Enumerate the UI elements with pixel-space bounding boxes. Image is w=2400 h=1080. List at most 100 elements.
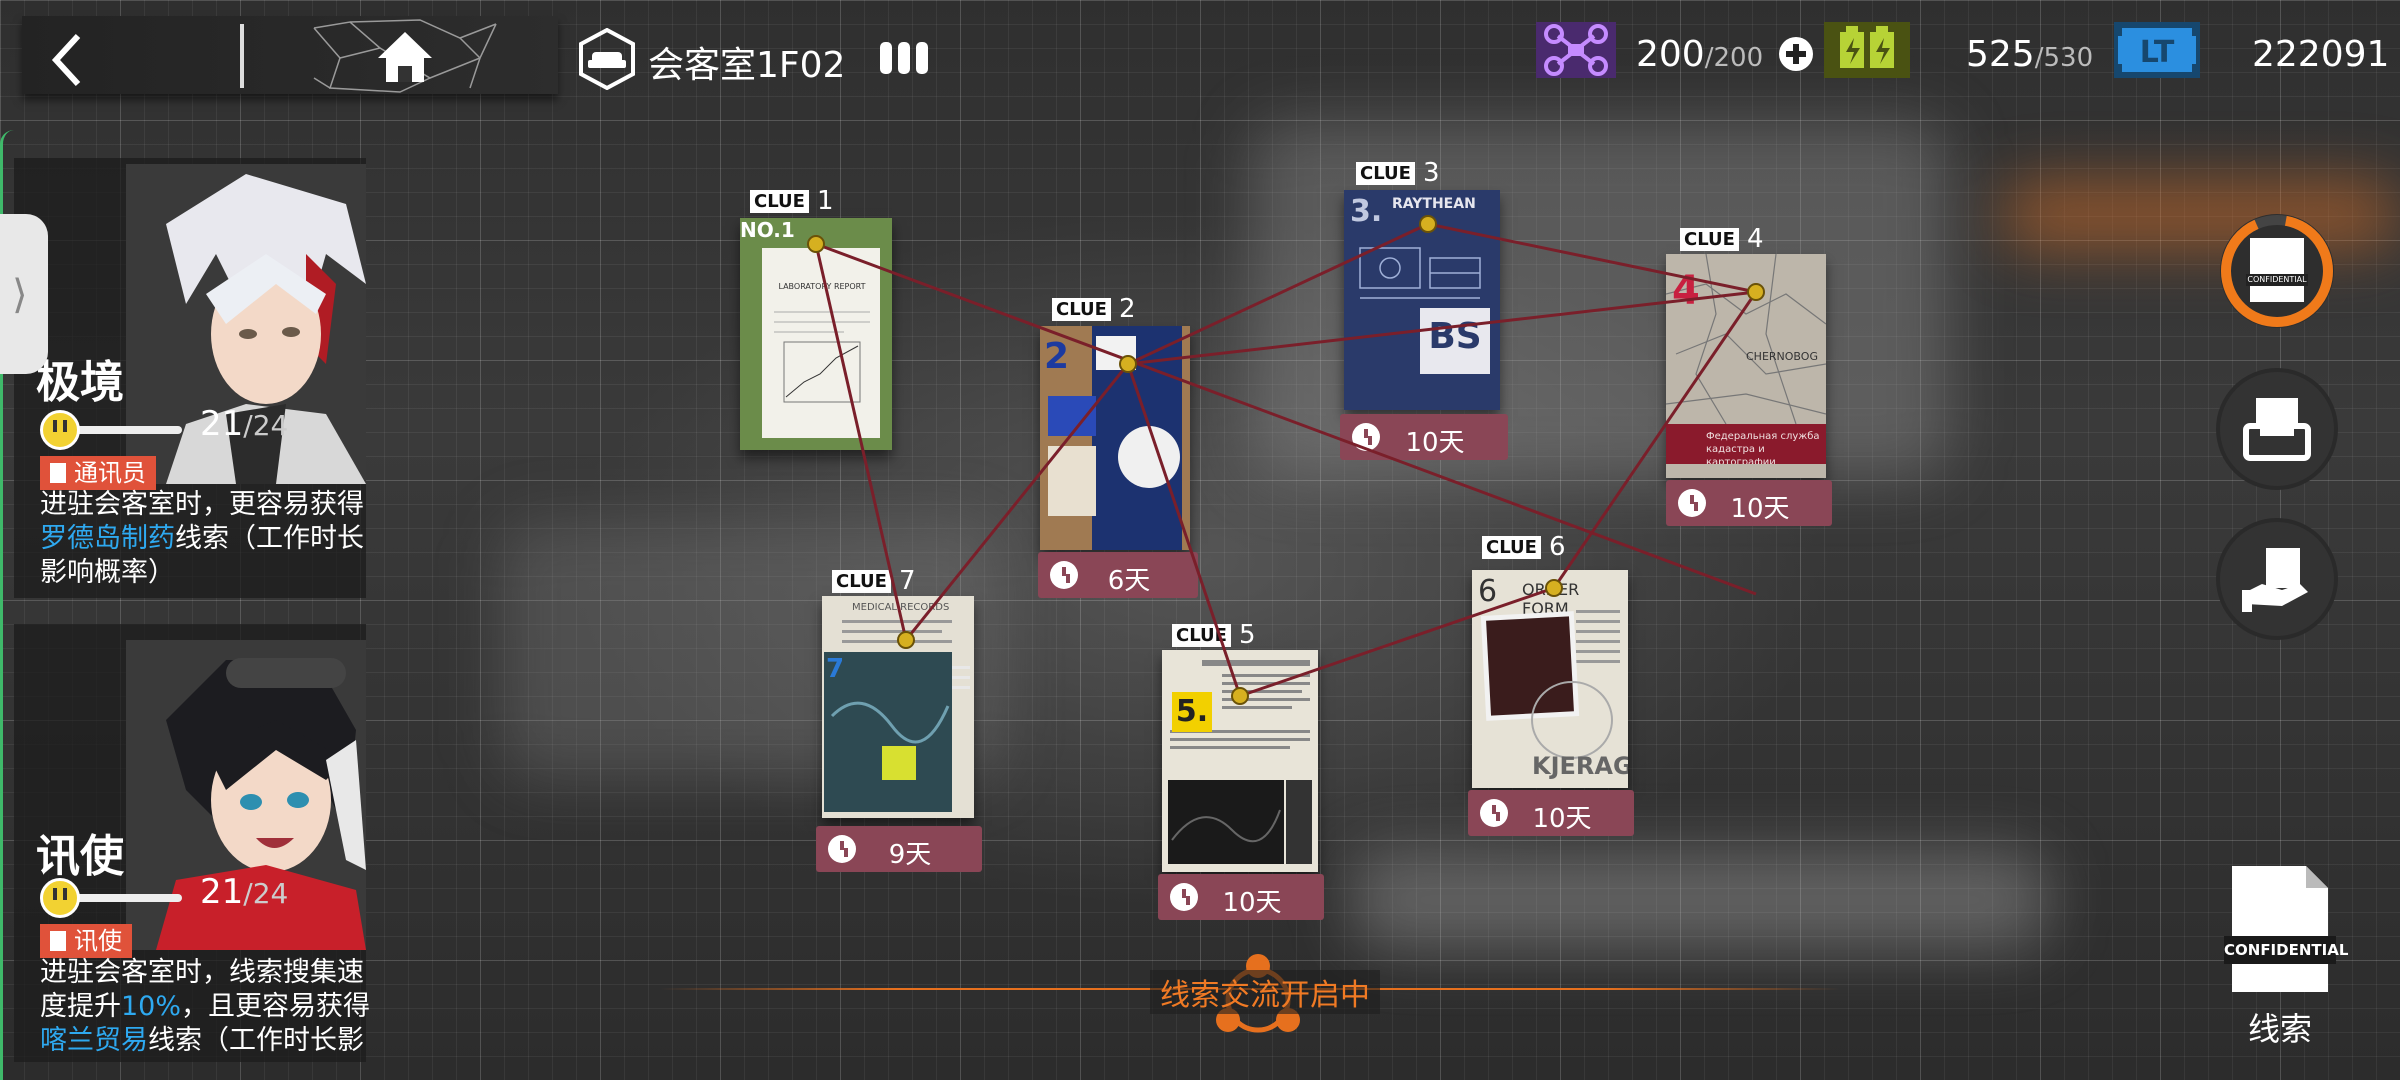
string-1-6: [815, 242, 1757, 596]
string-2-7: [904, 363, 1130, 641]
pin-icon: [1747, 283, 1765, 301]
background-glow: [2000, 180, 2400, 250]
pin-icon: [1119, 355, 1137, 373]
pin-icon: [1231, 687, 1249, 705]
background-glow: [1350, 850, 2050, 950]
inbox-tray-icon: [2243, 398, 2311, 461]
top-bar: 会客室1F02 200/200 525/530 LT 222091: [0, 0, 2400, 100]
mood-bar: [42, 426, 182, 434]
lab-report-title: LABORATORY REPORT: [778, 282, 866, 291]
mood-face-icon: [40, 878, 80, 918]
confidential-file-icon: [2250, 238, 2304, 302]
room-title: 会客室1F02: [648, 45, 846, 86]
clue-number-tag: 3.: [1350, 194, 1383, 229]
sidebar-collapse-tab[interactable]: ⟩: [0, 214, 48, 374]
medical-record-icon: [824, 620, 970, 812]
pin-icon: [1419, 215, 1437, 233]
clock-icon: [1170, 883, 1198, 911]
clue-timer: 10天: [1158, 874, 1324, 920]
home-icon[interactable]: [310, 18, 500, 94]
drone-count: 200/200: [1636, 34, 1764, 75]
skill-tag: 讯使: [40, 924, 132, 958]
clue-number-tag: 6: [1478, 574, 1498, 609]
send-clues-button[interactable]: [2220, 522, 2334, 636]
clue-card-7[interactable]: MEDICAL RECORDS 7: [822, 596, 974, 818]
clue-card-4[interactable]: 4 CHERNOBOG Федеральная служба кадастра …: [1666, 254, 1826, 478]
confidential-label: CONFIDENTIAL: [2224, 941, 2349, 959]
add-drones-button[interactable]: [1778, 36, 1814, 72]
operator-card[interactable]: 极境 21/24 通讯员 进驻会客室时，更容易获得罗德岛制药线索（工作时长影响概…: [14, 158, 366, 598]
power-count: 525/530: [1966, 34, 2094, 75]
mood-bar: [42, 894, 182, 902]
clue-timer: 10天: [1340, 414, 1508, 460]
confidential-folder-icon: [2224, 866, 2336, 992]
confidential-progress-button[interactable]: CONFIDENTIAL: [2220, 214, 2334, 328]
room-level-icon: [880, 42, 928, 74]
string-4-2: [1127, 290, 1757, 366]
connection-strings: [814, 222, 1758, 698]
clue-card-1[interactable]: LABORATORY REPORT NO.1: [740, 218, 892, 450]
clue-card-2[interactable]: 2: [1040, 326, 1190, 550]
report-chart-icon: [774, 311, 870, 403]
skill-description: 进驻会客室时，线索搜集速度提升10%，且更容易获得喀兰贸易线索（工作时长影响概率…: [40, 957, 371, 1056]
chevron-right-icon: ⟩: [12, 272, 28, 318]
skill-tag: 通讯员: [40, 456, 156, 490]
order-form-icon: [1480, 610, 1620, 759]
clue-card-5[interactable]: 5.: [1162, 650, 1318, 872]
back-arrow-icon[interactable]: [40, 30, 100, 90]
clock-icon: [1678, 489, 1706, 517]
sticker: [1048, 446, 1096, 516]
clue-timer: 9天: [816, 826, 982, 872]
string-2-5: [1126, 363, 1242, 697]
hand-document-icon: [2242, 548, 2308, 612]
nav-divider: [240, 24, 244, 88]
clock-icon: [828, 835, 856, 863]
string-1-7: [814, 243, 908, 641]
agency-banner: Федеральная служба кадастра и картографи…: [1666, 424, 1826, 464]
lmd-icon: LT: [2114, 22, 2200, 78]
clock-icon: [1050, 561, 1078, 589]
sidebar-edge: [0, 130, 18, 1080]
nav-panel: [22, 16, 558, 94]
emblem: [1118, 426, 1180, 488]
clues-button[interactable]: CONFIDENTIAL: [2224, 866, 2349, 1046]
string-4-6: [1552, 291, 1758, 589]
brand-text: RAYTHEAN: [1392, 196, 1476, 212]
receive-clues-button[interactable]: [2220, 372, 2334, 486]
pin-icon: [897, 631, 915, 649]
string-6-5: [1239, 586, 1555, 698]
blueprint-icon: [1359, 247, 1481, 299]
progress-ring-icon: [2221, 215, 2333, 327]
exchange-status: 线索交流开启中: [1150, 970, 1380, 1014]
bs-logo: BS: [1420, 308, 1490, 374]
clue-timer: 10天: [1468, 790, 1634, 836]
meeting-room-icon: [579, 28, 635, 90]
power-icon: [1824, 22, 1910, 78]
skill-description: 进驻会客室时，更容易获得罗德岛制药线索（工作时长影响概率）: [40, 489, 364, 588]
clue-number-tag: NO.1: [740, 218, 795, 242]
operator-card[interactable]: 讯使 21/24 讯使 进驻会客室时，线索搜集速度提升10%，且更容易获得喀兰贸…: [14, 624, 370, 1062]
clue-timer: 10天: [1666, 480, 1832, 526]
pin-icon: [807, 235, 825, 253]
handwritten-number: 2: [1044, 336, 1070, 377]
timer-value: 10天: [1405, 428, 1465, 458]
timer-value: 10天: [1730, 494, 1790, 524]
record-title: MEDICAL RECORDS: [852, 602, 950, 613]
operator-name: 极境: [36, 357, 124, 408]
string-2-3: [1127, 222, 1429, 366]
mood-face-icon: [40, 410, 80, 450]
clues-button-label: 线索: [2248, 1010, 2313, 1048]
operator-name: 讯使: [36, 831, 124, 882]
clue-timer: 6天: [1038, 552, 1198, 598]
svg-text:LT: LT: [2140, 35, 2175, 70]
pin-icon: [1545, 579, 1563, 597]
